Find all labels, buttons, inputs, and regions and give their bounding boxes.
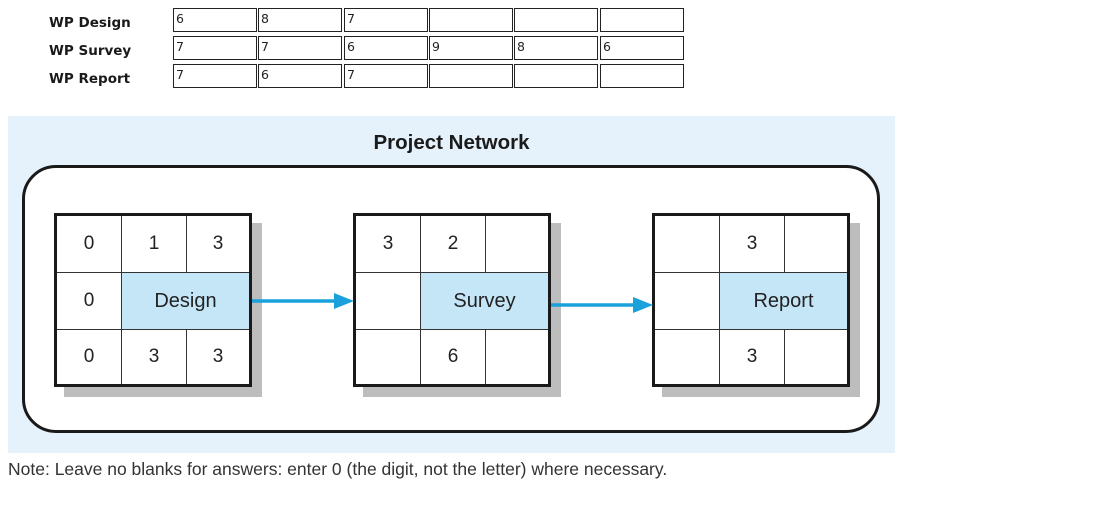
node-grid: 3 Report 3 xyxy=(652,213,850,387)
arrow-survey-to-report xyxy=(551,297,653,313)
report-late-finish xyxy=(785,330,847,384)
design-early-finish: 3 xyxy=(187,216,249,273)
design-late-start: 0 xyxy=(57,330,122,384)
node-grid: 3 2 Survey 6 xyxy=(353,213,551,387)
wp-report-cell-3[interactable]: 7 xyxy=(344,64,428,88)
wp-design-cell-1[interactable]: 6 xyxy=(173,8,257,32)
survey-late-start xyxy=(356,330,421,384)
design-early-start: 0 xyxy=(57,216,122,273)
wp-report-cell-5[interactable] xyxy=(514,64,598,88)
wp-survey-cell-2[interactable]: 7 xyxy=(258,36,342,60)
wp-survey-row: WP Survey 7 7 6 9 8 6 xyxy=(40,36,700,64)
instruction-note: Note: Leave no blanks for answers: enter… xyxy=(8,459,668,479)
wp-survey-label: WP Survey xyxy=(49,43,132,59)
node-report: 3 Report 3 xyxy=(652,213,860,397)
report-late-start xyxy=(655,330,720,384)
project-network-diagram: Project Network 0 1 3 0 Design 0 3 3 3 2… xyxy=(8,116,895,453)
design-duration: 3 xyxy=(122,330,187,384)
survey-duration: 6 xyxy=(421,330,486,384)
wp-design-label: WP Design xyxy=(49,15,131,31)
survey-late-finish xyxy=(486,330,548,384)
wp-survey-cell-1[interactable]: 7 xyxy=(173,36,257,60)
node-survey: 3 2 Survey 6 xyxy=(353,213,561,397)
design-late-finish: 3 xyxy=(212,346,224,367)
survey-name: Survey xyxy=(421,273,548,330)
wp-survey-cell-3[interactable]: 6 xyxy=(344,36,428,60)
wp-survey-cell-6[interactable]: 6 xyxy=(600,36,684,60)
node-grid: 0 1 3 0 Design 0 3 3 xyxy=(54,213,252,387)
design-name: Design xyxy=(122,273,249,330)
survey-slack xyxy=(356,273,421,330)
wp-design-cell-5[interactable] xyxy=(514,8,598,32)
node-design: 0 1 3 0 Design 0 3 3 xyxy=(54,213,262,397)
wp-report-cell-4[interactable] xyxy=(429,64,513,88)
report-early-start xyxy=(655,216,720,273)
report-id: 3 xyxy=(720,216,785,273)
survey-early-start: 3 xyxy=(356,216,421,273)
design-slack: 0 xyxy=(57,273,122,330)
wp-design-cell-4[interactable] xyxy=(429,8,513,32)
wp-report-cell-1[interactable]: 7 xyxy=(173,64,257,88)
survey-id: 2 xyxy=(421,216,486,273)
design-id: 1 xyxy=(122,216,187,273)
wp-report-row: WP Report 7 6 7 xyxy=(40,64,700,92)
arrow-design-to-survey xyxy=(252,293,354,309)
report-name: Report xyxy=(720,273,847,330)
report-duration: 3 xyxy=(720,330,785,384)
wp-report-cell-2[interactable]: 6 xyxy=(258,64,342,88)
wp-design-cell-6[interactable] xyxy=(600,8,684,32)
report-slack xyxy=(655,273,720,330)
report-early-finish xyxy=(785,216,847,273)
wp-survey-cell-4[interactable]: 9 xyxy=(429,36,513,60)
wp-report-cell-6[interactable] xyxy=(600,64,684,88)
wp-report-label: WP Report xyxy=(49,71,131,87)
survey-early-finish xyxy=(486,216,548,273)
wp-design-cell-2[interactable]: 8 xyxy=(258,8,342,32)
wp-survey-cell-5[interactable]: 8 xyxy=(514,36,598,60)
wp-design-cell-3[interactable]: 7 xyxy=(344,8,428,32)
diagram-title: Project Network xyxy=(373,131,530,154)
wp-design-row: WP Design 6 8 7 xyxy=(40,8,700,36)
